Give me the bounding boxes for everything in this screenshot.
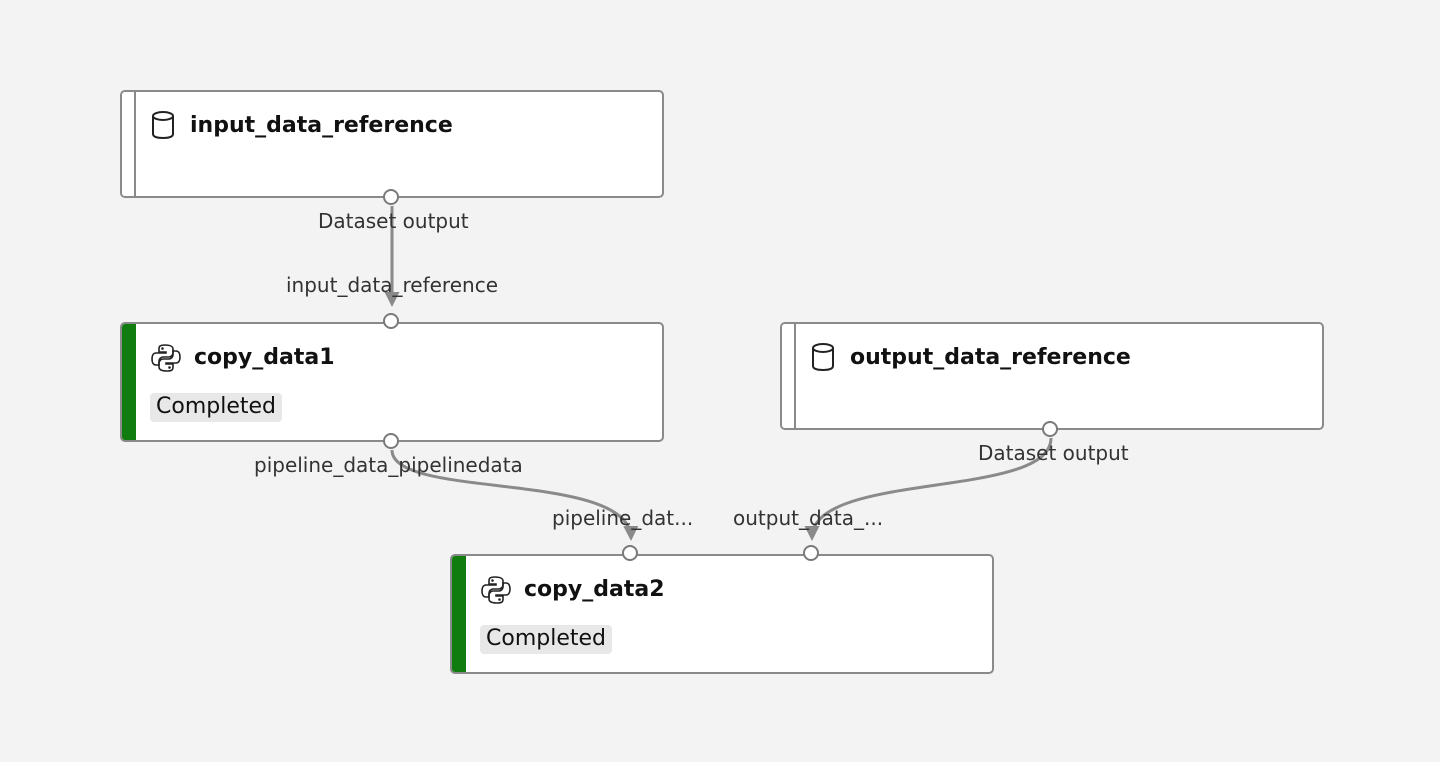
node-title: copy_data1 xyxy=(194,345,335,370)
node-input-data-reference[interactable]: input_data_reference xyxy=(120,90,664,198)
port-label-input-data-reference: input_data_reference xyxy=(286,273,498,297)
node-title: output_data_reference xyxy=(850,345,1131,370)
status-badge: Completed xyxy=(480,625,612,654)
node-title: copy_data2 xyxy=(524,577,665,602)
output-data-reference-output-port[interactable] xyxy=(1042,421,1058,437)
port-label-output-data: output_data_... xyxy=(733,506,884,530)
copy-data2-input-port-2[interactable] xyxy=(803,545,819,561)
status-stripe xyxy=(122,324,136,440)
port-label-pipeline-data-pipelinedata: pipeline_data_pipelinedata xyxy=(254,453,523,477)
status-badge: Completed xyxy=(150,393,282,422)
port-label-dataset-output-2: Dataset output xyxy=(978,441,1129,465)
database-icon xyxy=(810,342,836,376)
input-data-reference-output-port[interactable] xyxy=(383,189,399,205)
node-copy-data2[interactable]: copy_data2 Completed xyxy=(450,554,994,674)
python-icon xyxy=(480,574,512,610)
copy-data1-input-port[interactable] xyxy=(383,313,399,329)
node-output-data-reference[interactable]: output_data_reference xyxy=(780,322,1324,430)
node-title: input_data_reference xyxy=(190,113,453,138)
port-label-dataset-output-1: Dataset output xyxy=(318,209,469,233)
status-stripe xyxy=(452,556,466,672)
port-label-pipeline-dat: pipeline_dat... xyxy=(552,506,694,530)
node-copy-data1[interactable]: copy_data1 Completed xyxy=(120,322,664,442)
database-icon xyxy=(150,110,176,144)
copy-data1-output-port[interactable] xyxy=(383,433,399,449)
node-stripe xyxy=(782,324,796,428)
copy-data2-input-port-1[interactable] xyxy=(622,545,638,561)
node-stripe xyxy=(122,92,136,196)
python-icon xyxy=(150,342,182,378)
